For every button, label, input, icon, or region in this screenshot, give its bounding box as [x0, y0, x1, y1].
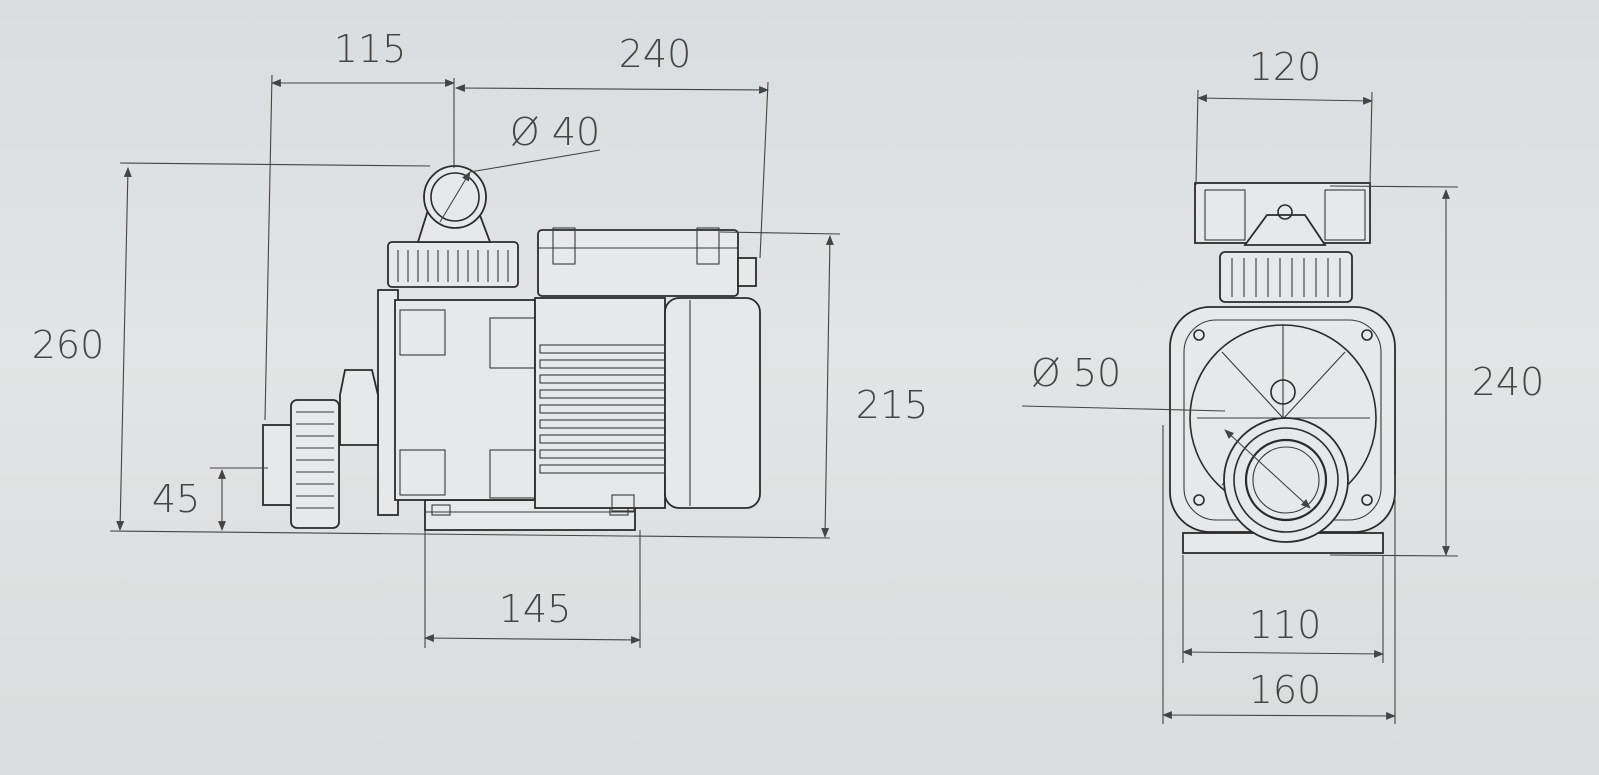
inlet-nut-ribs	[296, 411, 334, 509]
side-view-pump	[262, 165, 761, 531]
dim-base-outer-width: 160	[1249, 668, 1322, 712]
dim-base-length: 145	[499, 587, 572, 631]
motor-cooling-fins	[539, 344, 666, 474]
dim-inlet-height: 45	[152, 477, 200, 521]
dim-base-inner-width: 110	[1249, 603, 1322, 647]
dim-motor-height: 215	[856, 383, 929, 427]
dim-front-total-height: 240	[1472, 360, 1545, 404]
dim-inlet-offset: 115	[334, 27, 407, 71]
dim-inlet-diameter: Ø 50	[1031, 351, 1121, 395]
front-view-dimensions	[1021, 89, 1459, 724]
dim-top-width: 120	[1249, 45, 1322, 89]
dim-body-length: 240	[619, 32, 692, 76]
front-nut-ribs	[1231, 258, 1341, 297]
outlet-nut-ribs	[397, 250, 509, 282]
side-view-dimensions	[109, 74, 841, 648]
dim-total-height: 260	[32, 323, 105, 367]
dim-outlet-diameter: Ø 40	[510, 110, 600, 154]
front-view-pump	[1169, 182, 1396, 554]
